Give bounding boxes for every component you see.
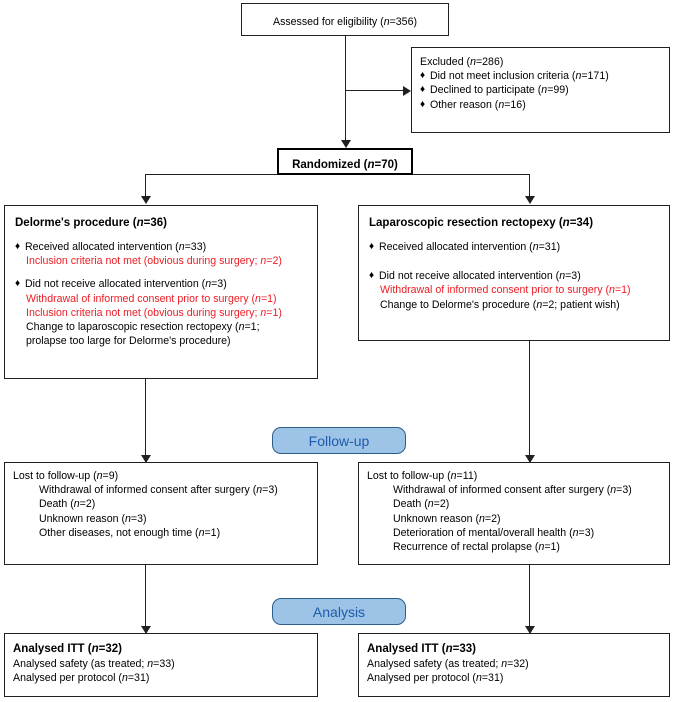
- allocation-left-box: Delorme's procedure (n=36) ♦ Received al…: [4, 205, 318, 379]
- diamond-bullet-icon: ♦: [15, 278, 21, 290]
- analysis-left-line: Analysed per protocol (n=31): [13, 672, 150, 685]
- followup-right-reason: Recurrence of rectal prolapse (n=1): [393, 541, 560, 554]
- arrowhead-analysis-left: [140, 626, 151, 634]
- connector-allocation-to-followup-right: [529, 340, 531, 462]
- diamond-bullet-icon: ♦: [369, 270, 375, 282]
- diamond-bullet-icon: ♦: [15, 241, 21, 252]
- diamond-bullet-icon: ♦: [420, 98, 426, 110]
- allocation-left-item-text: Received allocated intervention (n=33): [25, 241, 207, 253]
- excluded-reason-item: ♦ Other reason (n=16): [420, 98, 661, 112]
- connector-randomized-right-drop: [529, 174, 531, 198]
- randomized-label: Randomized (n=70): [292, 159, 398, 171]
- followup-right-reason: Unknown reason (n=2): [393, 512, 501, 525]
- connector-randomized-right: [413, 174, 530, 176]
- followup-left-reason: Withdrawal of informed consent after sur…: [39, 484, 278, 497]
- analysis-right-box: Analysed ITT (n=33) Analysed safety (as …: [358, 633, 670, 697]
- analysis-right-line: Analysed safety (as treated; n=32): [367, 658, 529, 670]
- connector-followup-to-analysis-right: [529, 565, 531, 637]
- assessed-for-eligibility-box: Assessed for eligibility (n=356): [241, 3, 449, 36]
- randomized-box: Randomized (n=70): [277, 148, 413, 175]
- allocation-left-item-text: Did not receive allocated intervention (…: [25, 278, 227, 291]
- allocation-right-item: ♦ Received allocated intervention (n=31): [369, 240, 659, 254]
- allocation-left-item: ♦ Received allocated intervention (n=33): [15, 240, 307, 254]
- allocation-left-item-text: Withdrawal of informed consent prior to …: [26, 292, 277, 305]
- excluded-reason-item: ♦ Declined to participate (n=99): [420, 83, 661, 97]
- excluded-reason-text: Other reason (n=16): [430, 98, 526, 111]
- allocation-left-item: ♦ Did not receive allocated intervention…: [15, 277, 307, 291]
- followup-left-reason: Unknown reason (n=3): [39, 512, 147, 525]
- allocation-right-title: Laparoscopic resection rectopexy (n=34): [369, 217, 594, 229]
- connector-followup-to-analysis-left: [145, 565, 147, 637]
- followup-right-box: Lost to follow-up (n=11) Withdrawal of i…: [358, 462, 670, 565]
- connector-randomized-left-drop: [145, 174, 147, 198]
- connector-to-excluded: [345, 90, 405, 92]
- assessed-n-value: =356): [389, 16, 417, 28]
- allocation-left-item-text: Change to laparoscopic resection rectope…: [26, 321, 260, 334]
- allocation-right-item: ♦ Did not receive allocated intervention…: [369, 269, 659, 283]
- followup-left-reason: Death (n=2): [39, 498, 96, 511]
- excluded-reason-text: Declined to participate (n=99): [430, 84, 569, 97]
- analysis-stage-banner: Analysis: [272, 598, 406, 625]
- followup-left-box: Lost to follow-up (n=9) Withdrawal of in…: [4, 462, 318, 565]
- assessed-label: Assessed for eligibility (: [273, 16, 384, 28]
- diamond-bullet-icon: ♦: [420, 84, 426, 96]
- analysis-left-title: Analysed ITT (n=32): [13, 643, 122, 655]
- excluded-reason-item: ♦ Did not meet inclusion criteria (n=171…: [420, 69, 661, 83]
- allocation-right-item-text: Received allocated intervention (n=31): [379, 241, 561, 253]
- allocation-left-item-text: Inclusion criteria not met (obvious duri…: [26, 306, 282, 319]
- arrowhead-analysis-right: [524, 626, 535, 634]
- diamond-bullet-icon: ♦: [420, 70, 426, 82]
- assessed-n-italic: n: [383, 16, 390, 28]
- allocation-right-item-text: Did not receive allocated intervention (…: [379, 270, 581, 283]
- connector-randomized-left: [145, 174, 278, 176]
- allocation-right-box: Laparoscopic resection rectopexy (n=34) …: [358, 205, 670, 341]
- analysis-right-title: Analysed ITT (n=33): [367, 643, 476, 655]
- allocation-left-item-text: Inclusion criteria not met (obvious duri…: [26, 255, 282, 268]
- followup-right-reason: Deterioration of mental/overall health (…: [393, 526, 595, 539]
- arrowhead-allocation-left: [140, 196, 151, 204]
- excluded-title: Excluded (n=286): [420, 56, 504, 68]
- allocation-right-item-text: Change to Delorme's procedure (n=2; pati…: [380, 298, 620, 311]
- allocation-left-item-text: prolapse too large for Delorme's procedu…: [26, 335, 231, 348]
- followup-stage-banner: Follow-up: [272, 427, 406, 454]
- analysis-left-line: Analysed safety (as treated; n=33): [13, 658, 175, 670]
- arrowhead-followup-left: [140, 455, 151, 463]
- followup-right-title: Lost to follow-up (n=11): [367, 470, 478, 482]
- arrowhead-excluded: [403, 86, 411, 96]
- followup-right-reason: Death (n=2): [393, 498, 450, 511]
- followup-left-title: Lost to follow-up (n=9): [13, 470, 119, 482]
- allocation-right-item-text: Withdrawal of informed consent prior to …: [380, 284, 631, 297]
- arrowhead-allocation-right: [524, 196, 535, 204]
- excluded-reason-text: Did not meet inclusion criteria (n=171): [430, 70, 609, 83]
- followup-left-reason: Other diseases, not enough time (n=1): [39, 526, 221, 539]
- followup-banner-label: Follow-up: [308, 432, 370, 449]
- analysis-banner-label: Analysis: [312, 603, 366, 620]
- connector-assessed-to-randomized: [345, 36, 347, 142]
- diamond-bullet-icon: ♦: [369, 241, 375, 252]
- analysis-left-box: Analysed ITT (n=32) Analysed safety (as …: [4, 633, 318, 697]
- allocation-left-title: Delorme's procedure (n=36): [15, 217, 167, 229]
- analysis-right-line: Analysed per protocol (n=31): [367, 672, 504, 685]
- arrowhead-followup-right: [524, 455, 535, 463]
- connector-allocation-to-followup-left: [145, 378, 147, 462]
- excluded-box: Excluded (n=286) ♦ Did not meet inclusio…: [411, 47, 670, 133]
- arrowhead-randomized: [340, 140, 351, 148]
- followup-right-reason: Withdrawal of informed consent after sur…: [393, 484, 632, 497]
